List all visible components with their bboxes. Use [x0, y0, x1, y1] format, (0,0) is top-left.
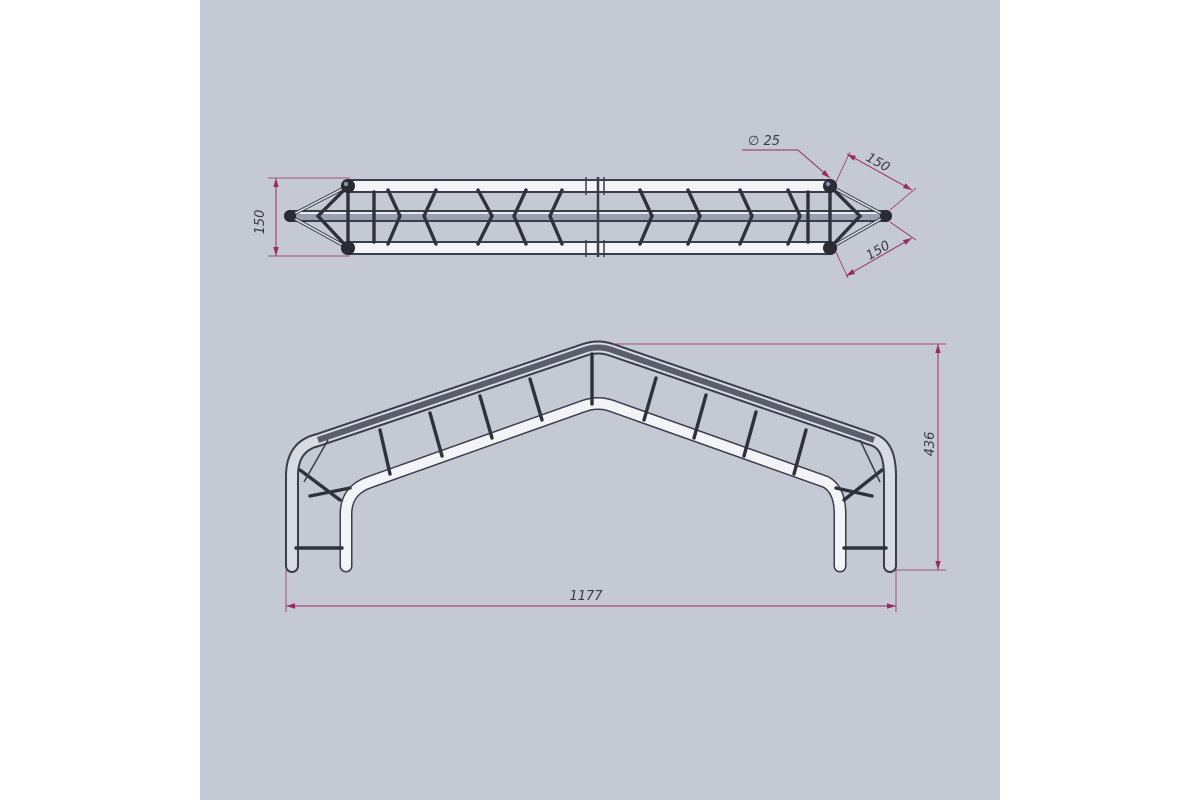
dim-label-diameter: ∅ 25: [748, 134, 780, 149]
dimension-diameter: ∅ 25: [742, 134, 831, 179]
dimension-total-width: 1177: [285, 570, 897, 612]
dimension-side-lower: 150: [835, 221, 917, 279]
dim-label-total-width: 1177: [569, 589, 603, 604]
dim-label-total-height: 436: [923, 432, 938, 457]
drawing-canvas: 150 ∅ 25 150 150: [200, 0, 1000, 800]
dim-label-top-height: 150: [253, 210, 268, 235]
dimension-side-upper: 150: [835, 150, 917, 211]
dim-label-side-upper: 150: [863, 150, 892, 175]
technical-drawing: 150 ∅ 25 150 150: [253, 134, 946, 612]
dim-label-side-lower: 150: [864, 238, 893, 263]
dimension-top-height: 150: [253, 177, 350, 257]
dimension-total-height: 436: [612, 343, 946, 571]
top-view-truss: [284, 177, 892, 257]
front-view-truss: [285, 340, 897, 573]
